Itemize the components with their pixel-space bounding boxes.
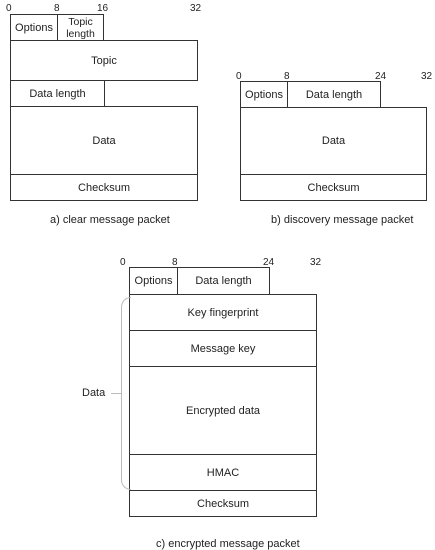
discovery-checksum-field: Checksum: [240, 174, 427, 201]
clear-topic-length-field: Topic length: [57, 14, 104, 41]
clear-options-field: Options: [10, 14, 58, 41]
encrypted-tick-0: 0: [120, 257, 126, 268]
encrypted-key-fingerprint-label: Key fingerprint: [187, 306, 259, 319]
data-group-label: Data: [82, 387, 106, 399]
encrypted-options-label: Options: [134, 275, 173, 287]
discovery-data-length-label: Data length: [305, 88, 363, 101]
clear-data-length-label: Data length: [29, 87, 86, 100]
discovery-tick-8: 8: [284, 71, 290, 82]
encrypted-key-fingerprint-field: Key fingerprint: [129, 294, 317, 331]
discovery-packet-caption: b) discovery message packet: [271, 214, 414, 226]
encrypted-hmac-label: HMAC: [206, 466, 240, 479]
discovery-options-label: Options: [245, 88, 283, 101]
discovery-tick-24: 24: [375, 71, 387, 82]
clear-data-length-field: Data length: [10, 80, 105, 107]
discovery-data-field: Data: [240, 107, 427, 175]
encrypted-checksum-label: Checksum: [197, 497, 249, 510]
clear-topic-length-label: Topic length: [66, 15, 95, 40]
discovery-tick-0: 0: [236, 71, 242, 82]
data-group-bracket: [121, 297, 131, 490]
encrypted-message-key-field: Message key: [129, 330, 317, 367]
encrypted-data-length-field: Data length: [177, 267, 270, 295]
clear-topic-field: Topic: [10, 40, 198, 81]
clear-checksum-label: Checksum: [78, 181, 130, 194]
encrypted-tick-32: 32: [310, 257, 322, 268]
clear-options-label: Options: [15, 21, 53, 34]
discovery-data-length-field: Data length: [287, 81, 381, 108]
clear-tick-8: 8: [54, 3, 60, 14]
clear-tick-16: 16: [97, 3, 109, 14]
encrypted-tick-24: 24: [263, 257, 275, 268]
clear-tick-32: 32: [190, 3, 202, 14]
discovery-options-field: Options: [240, 81, 288, 108]
encrypted-hmac-field: HMAC: [129, 454, 317, 491]
discovery-data-label: Data: [321, 135, 346, 147]
encrypted-tick-8: 8: [172, 257, 178, 268]
clear-data-label: Data: [92, 134, 116, 147]
encrypted-packet-caption: c) encrypted message packet: [156, 538, 300, 550]
encrypted-checksum-field: Checksum: [129, 490, 317, 517]
data-group-bracket-tick: [111, 393, 121, 394]
clear-topic-label: Topic: [91, 54, 117, 67]
clear-checksum-field: Checksum: [10, 174, 198, 201]
discovery-tick-32: 32: [421, 71, 433, 82]
encrypted-data-label: Encrypted data: [186, 404, 260, 417]
encrypted-message-key-label: Message key: [190, 342, 256, 355]
discovery-checksum-label: Checksum: [307, 181, 360, 194]
clear-tick-0: 0: [6, 3, 12, 14]
clear-data-field: Data: [10, 106, 198, 175]
encrypted-options-field: Options: [129, 267, 178, 295]
encrypted-data-length-label: Data length: [195, 275, 252, 287]
encrypted-data-field: Encrypted data: [129, 366, 317, 455]
clear-packet-caption: a) clear message packet: [50, 214, 170, 226]
